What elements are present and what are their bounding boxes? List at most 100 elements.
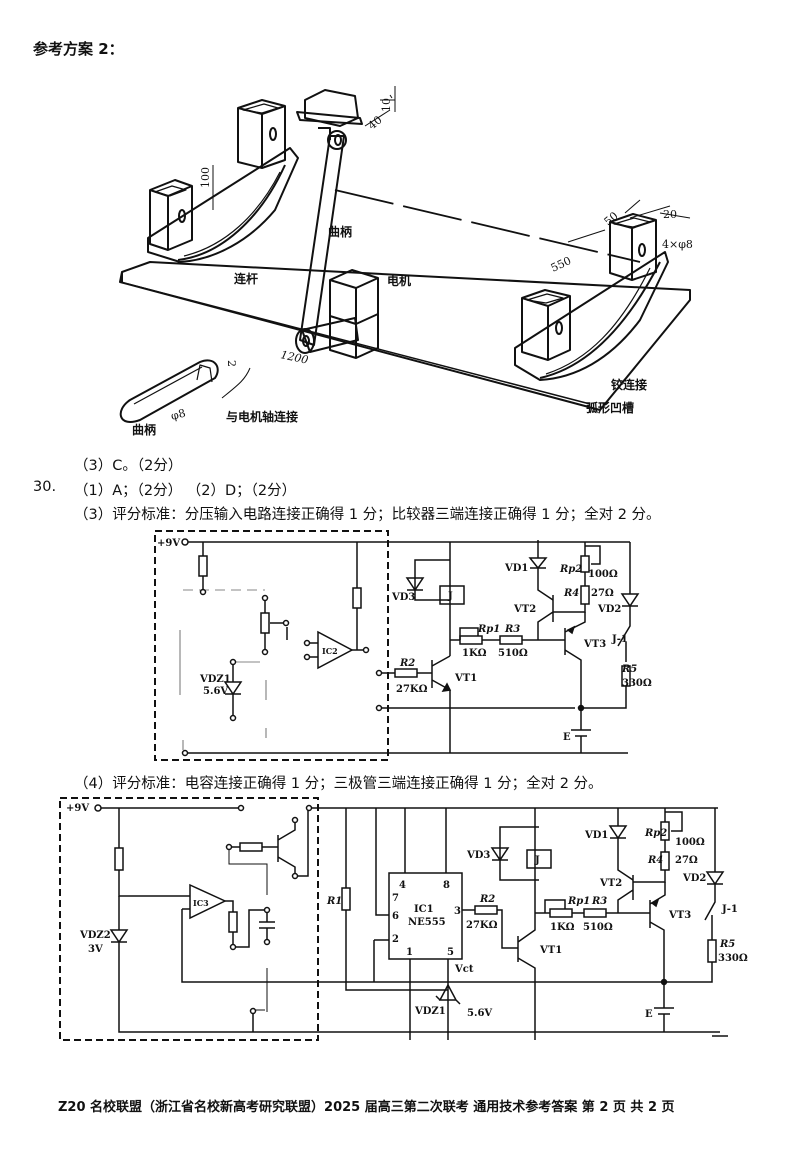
c2-pin-7: 7: [392, 893, 399, 904]
c1-contact-label: J-1: [611, 634, 628, 645]
c2-pin-3: 3: [454, 906, 461, 917]
c2-r1-label: R1: [326, 896, 342, 907]
c2-r2-label: R2: [479, 894, 495, 905]
c1-vt3-label: VT3: [583, 639, 606, 650]
c2-ic1-type: NE555: [408, 917, 446, 928]
answer-box-2: [59, 797, 319, 1041]
c2-pin-8: 8: [443, 880, 450, 891]
c2-zener-value: 3V: [88, 944, 103, 955]
dim-20: 20: [663, 208, 677, 221]
left-holder-front: [149, 179, 193, 251]
c2-rp2-label: Rp2: [644, 828, 667, 839]
motor: [329, 269, 379, 359]
c1-rp2-label: Rp2: [559, 564, 582, 575]
c2-vd1-label: VD1: [584, 830, 608, 841]
c1-r3-value: 510Ω: [498, 648, 528, 659]
c2-pin-4: 4: [399, 880, 406, 891]
c1-relay-label: J: [447, 591, 453, 602]
c2-zener-b-value: 5.6V: [467, 1008, 492, 1019]
label-link: 连杆: [234, 271, 258, 286]
c1-vd1-label: VD1: [504, 563, 528, 574]
c2-r4-label: R4: [647, 855, 663, 866]
answer-30-3-criteria: （3）评分标准：分压输入电路连接正确得 1 分；比较器三端连接正确得 1 分；全…: [74, 507, 661, 523]
mechanism-diagram: 曲柄 连杆 电机 铰连接 弧形凹槽 曲柄 与电机轴连接 100 10 40 50…: [119, 86, 693, 437]
c2-relay-label: J: [534, 855, 540, 866]
left-holder-rear: [237, 99, 286, 169]
c2-vt2-label: VT2: [599, 878, 622, 889]
answer-30-1-2: （1）A；（2分） （2）D；（2分）: [74, 483, 297, 499]
c1-r5-label: R5: [621, 664, 637, 675]
c1-comparator-label: IC2: [322, 646, 338, 656]
dim-10: 10: [380, 98, 393, 112]
answer-29-3: （3）C。（2分）: [74, 458, 183, 474]
c2-rp1-value: 1KΩ: [550, 922, 575, 933]
c2-r3-value: 510Ω: [583, 922, 613, 933]
right-holder-front: [521, 289, 571, 361]
c2-zener-label: VDZ2: [79, 930, 111, 941]
answer-30-4-criteria: （4）评分标准：电容连接正确得 1 分；三极管三端连接正确得 1 分；全对 2 …: [74, 776, 603, 792]
c1-r4-value: 27Ω: [591, 588, 614, 599]
c2-vt1-label: VT1: [539, 945, 562, 956]
c2-r4-value: 27Ω: [675, 855, 698, 866]
circuit-diagram-2: +9V VDZ2 3V IC3 R1 IC1 NE555 4 8 7 6 2 1…: [59, 797, 748, 1041]
base-plate: [119, 261, 691, 411]
dim-550: 550: [549, 254, 574, 275]
c1-r4-label: R4: [563, 588, 579, 599]
c1-zener-label: VDZ1: [199, 674, 231, 685]
c1-supply-label: +9V: [157, 538, 180, 549]
label-motor: 电机: [387, 273, 411, 288]
c2-ic1-label: IC1: [414, 904, 434, 915]
c2-r5-value: 330Ω: [718, 953, 748, 964]
label-crank-detail: 曲柄: [132, 422, 156, 437]
dim-40: 40: [366, 113, 385, 132]
c2-r5-label: R5: [719, 939, 735, 950]
dim-100: 100: [199, 167, 212, 188]
c2-pin-2: 2: [392, 934, 399, 945]
c2-pin-5: 5: [447, 947, 454, 958]
left-arc-support: [147, 147, 299, 263]
c2-vd3-label: VD3: [466, 850, 490, 861]
section-heading: 参考方案 2：: [33, 40, 124, 58]
c1-r2-value: 27KΩ: [396, 684, 428, 695]
c2-rp1-label: Rp1: [567, 896, 590, 907]
circuit-diagram-1: +9V VDZ1 5.6V IC2 R2 27KΩ VT1 VD3 J Rp1 …: [154, 530, 652, 761]
answer-box-1: [154, 530, 389, 761]
c1-r5-value: 330Ω: [622, 678, 652, 689]
right-holder-rear: [609, 213, 657, 281]
c1-rp1-label: Rp1: [477, 624, 500, 635]
c2-supply-label: +9V: [66, 803, 89, 814]
question-30-number: 30.: [33, 479, 57, 495]
c2-r2-value: 27KΩ: [466, 920, 498, 931]
c2-rp2-value: 100Ω: [675, 837, 705, 848]
c2-zener-b-label: VDZ1: [414, 1006, 446, 1017]
c2-r3-label: R3: [591, 896, 607, 907]
c2-vd2-label: VD2: [682, 873, 706, 884]
c1-r3-label: R3: [504, 624, 520, 635]
c2-vct-label: Vct: [454, 964, 474, 975]
link-arm: [299, 135, 345, 346]
c2-pin-6: 6: [392, 911, 399, 922]
dim-phi8: φ8: [169, 407, 187, 423]
dim-1200: 1200: [279, 348, 309, 367]
c2-contact-label: J-1: [721, 904, 738, 915]
right-arc-support: [514, 251, 669, 381]
c1-zener-value: 5.6V: [203, 686, 228, 697]
dim-50: 50: [602, 209, 621, 228]
c2-vt3-label: VT3: [668, 910, 691, 921]
c2-battery-label: E: [645, 1009, 653, 1020]
crank-detail: [119, 359, 219, 423]
dim-holes: 4×φ8: [662, 238, 693, 251]
c1-rp1-value: 1KΩ: [462, 648, 487, 659]
c1-battery-label: E: [563, 732, 571, 743]
label-crank: 曲柄: [328, 224, 352, 239]
c1-rp2-value: 100Ω: [588, 569, 618, 580]
label-arc-groove: 弧形凹槽: [586, 400, 634, 415]
label-hinge: 铰连接: [611, 377, 647, 392]
page-footer: Z20 名校联盟（浙江省名校新高考研究联盟）2025 届高三第二次联考 通用技术…: [58, 1100, 675, 1115]
c1-vt2-label: VT2: [513, 604, 536, 615]
c1-vt1-label: VT1: [454, 673, 477, 684]
c2-pin-1: 1: [406, 947, 413, 958]
c2-comparator-label: IC3: [193, 898, 209, 908]
label-motor-shaft: 与电机轴连接: [226, 409, 298, 424]
dim-2: 2: [225, 360, 238, 367]
